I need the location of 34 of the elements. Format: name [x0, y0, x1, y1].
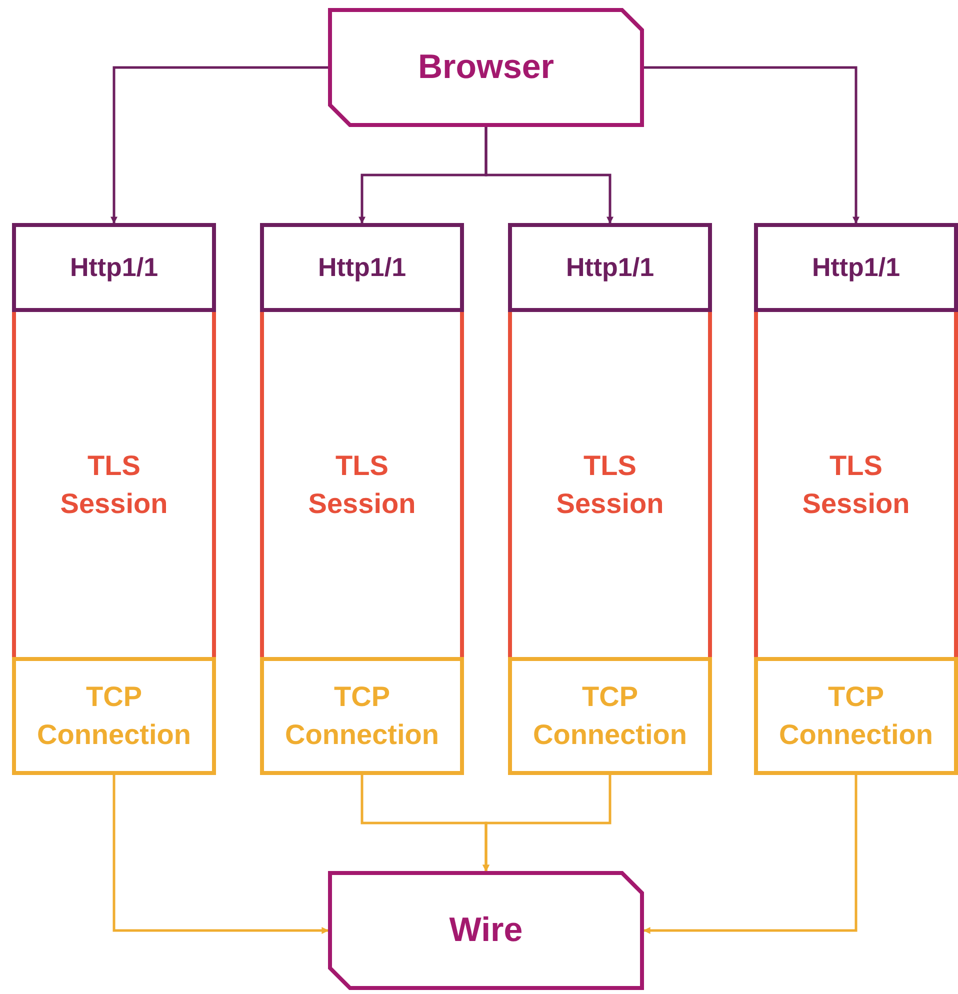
session-layer-box: [12, 312, 216, 657]
protocol-layer-box: [754, 223, 958, 312]
node-label: TLS Session: [59, 448, 169, 520]
node-label: Http1/1: [564, 250, 656, 284]
terminal-box: [328, 871, 644, 990]
node-label: TCP Connection: [532, 680, 688, 752]
connection-layer-box: [12, 657, 216, 775]
arrow: [482, 775, 612, 872]
session-layer-box: [754, 312, 958, 657]
session-layer-box: [260, 312, 464, 657]
node-label: Wire: [448, 910, 524, 951]
node-label: TLS Session: [307, 448, 417, 520]
arrow: [110, 66, 328, 224]
arrow: [643, 775, 858, 934]
connection-layer-box: [260, 657, 464, 775]
node-label: TCP Connection: [36, 680, 192, 752]
arrow: [484, 127, 614, 224]
connection-layer-box: [754, 657, 958, 775]
session-layer-box: [508, 312, 712, 657]
protocol-layer-box: [508, 223, 712, 312]
connection-layer-box: [508, 657, 712, 775]
node-label: TLS Session: [801, 448, 911, 520]
node-label: TLS Session: [555, 448, 665, 520]
protocol-layer-box: [12, 223, 216, 312]
node-label: TCP Connection: [778, 680, 934, 752]
node-label: TCP Connection: [284, 680, 440, 752]
node-label: Http1/1: [68, 250, 160, 284]
node-label: Http1/1: [316, 250, 408, 284]
arrow: [644, 66, 860, 224]
node-label: Http1/1: [810, 250, 902, 284]
terminal-box: [328, 8, 644, 127]
protocol-layer-box: [260, 223, 464, 312]
arrow: [112, 775, 329, 934]
node-label: Browser: [416, 46, 556, 88]
